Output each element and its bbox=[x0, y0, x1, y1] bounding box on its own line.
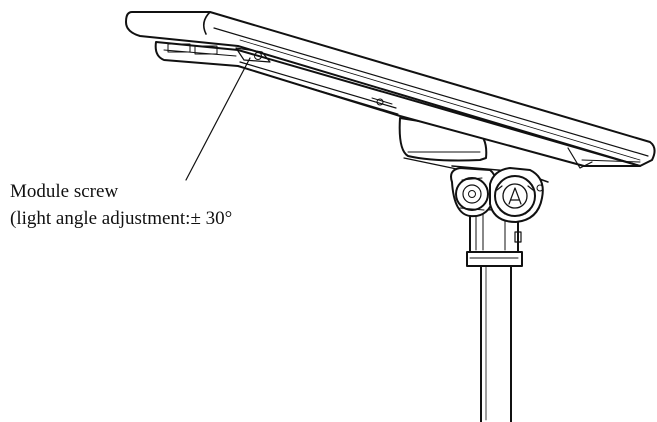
light-head bbox=[125, 11, 656, 169]
pole bbox=[480, 257, 512, 422]
leader-line bbox=[185, 57, 251, 181]
callout-note: (light angle adjustment:± 30° bbox=[10, 208, 233, 229]
module-screw-callout: Module screw (light angle adjustment:± 3… bbox=[10, 178, 232, 232]
hinge-joint bbox=[450, 167, 544, 223]
callout-title: Module screw bbox=[10, 181, 119, 202]
